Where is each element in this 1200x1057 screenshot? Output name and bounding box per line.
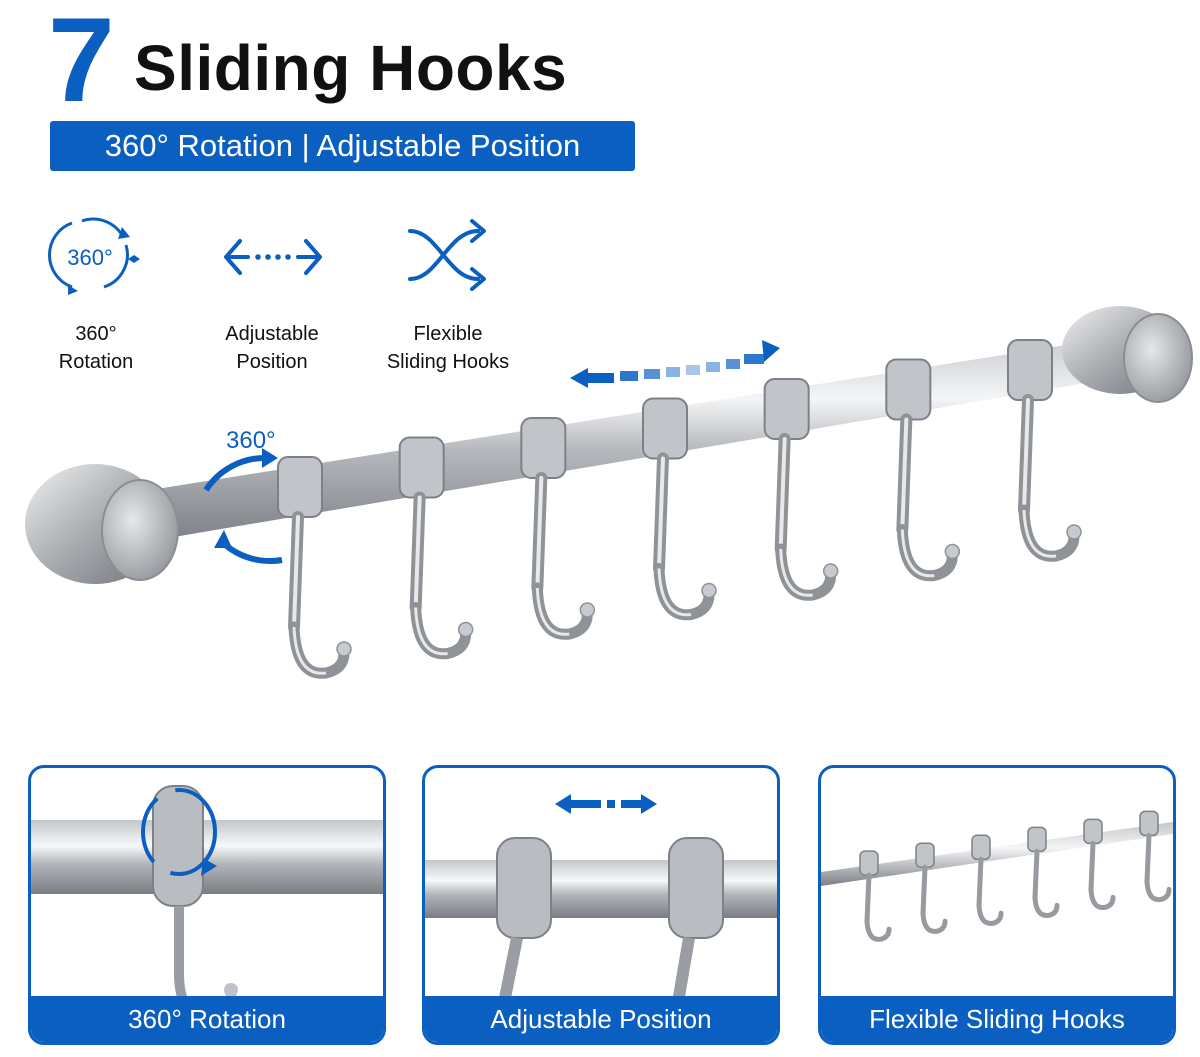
feature-label-adjustable: Adjustable Position (182, 320, 362, 376)
sliding-hook (859, 850, 892, 942)
rotation-360-icon: 360° (42, 215, 152, 295)
sliding-hook (763, 378, 839, 601)
rotation-icon-text: 360° (67, 245, 113, 270)
shuffle-icon (398, 215, 508, 295)
feature-label-rotation: 360° Rotation (6, 320, 186, 376)
sliding-hook (520, 417, 596, 640)
double-arrow-icon (555, 794, 657, 814)
sliding-hook (1139, 810, 1172, 903)
sliding-hook (1007, 339, 1082, 562)
sliding-hook (1027, 826, 1060, 918)
hook-rail-illustration: 360° (0, 290, 1200, 710)
subtitle-banner: 360° Rotation | Adjustable Position (50, 121, 635, 171)
sliding-hook (971, 834, 1004, 926)
headline-number: 7 (48, 0, 115, 127)
panel-caption: Adjustable Position (425, 996, 777, 1042)
feature-label-line1: Flexible (413, 323, 483, 345)
feature-label-line2: Position (236, 351, 308, 373)
feature-label-line2: Sliding Hooks (386, 351, 510, 373)
slide-direction-arrow (570, 340, 780, 388)
rotation-indicator: 360° (203, 427, 283, 565)
panel-adjustable: Adjustable Position (422, 765, 780, 1045)
panel-flexible: Flexible Sliding Hooks (818, 765, 1176, 1045)
right-end-cap (1062, 306, 1193, 403)
sliding-hook (915, 842, 948, 934)
rotation-label: 360° (226, 427, 276, 454)
panel-caption: Flexible Sliding Hooks (821, 996, 1173, 1042)
rotation-arrow-icon (201, 858, 217, 876)
feature-label-line2: Rotation (58, 351, 134, 373)
feature-label-flexible: Flexible Sliding Hooks (358, 320, 538, 376)
sliding-hook (277, 456, 352, 679)
sliding-hook (642, 397, 717, 621)
panel-rotation: 360° Rotation (28, 765, 386, 1045)
sliding-hook (398, 436, 474, 660)
double-arrow-icon (218, 215, 328, 295)
panel-caption: 360° Rotation (31, 996, 383, 1042)
feature-label-line1: Adjustable (225, 323, 319, 345)
headline-title: Sliding Hooks (134, 32, 568, 104)
feature-label-line1: 360° (75, 323, 117, 345)
left-end-cap (25, 464, 179, 584)
sliding-hook (1083, 818, 1116, 911)
sliding-hook (885, 358, 961, 582)
